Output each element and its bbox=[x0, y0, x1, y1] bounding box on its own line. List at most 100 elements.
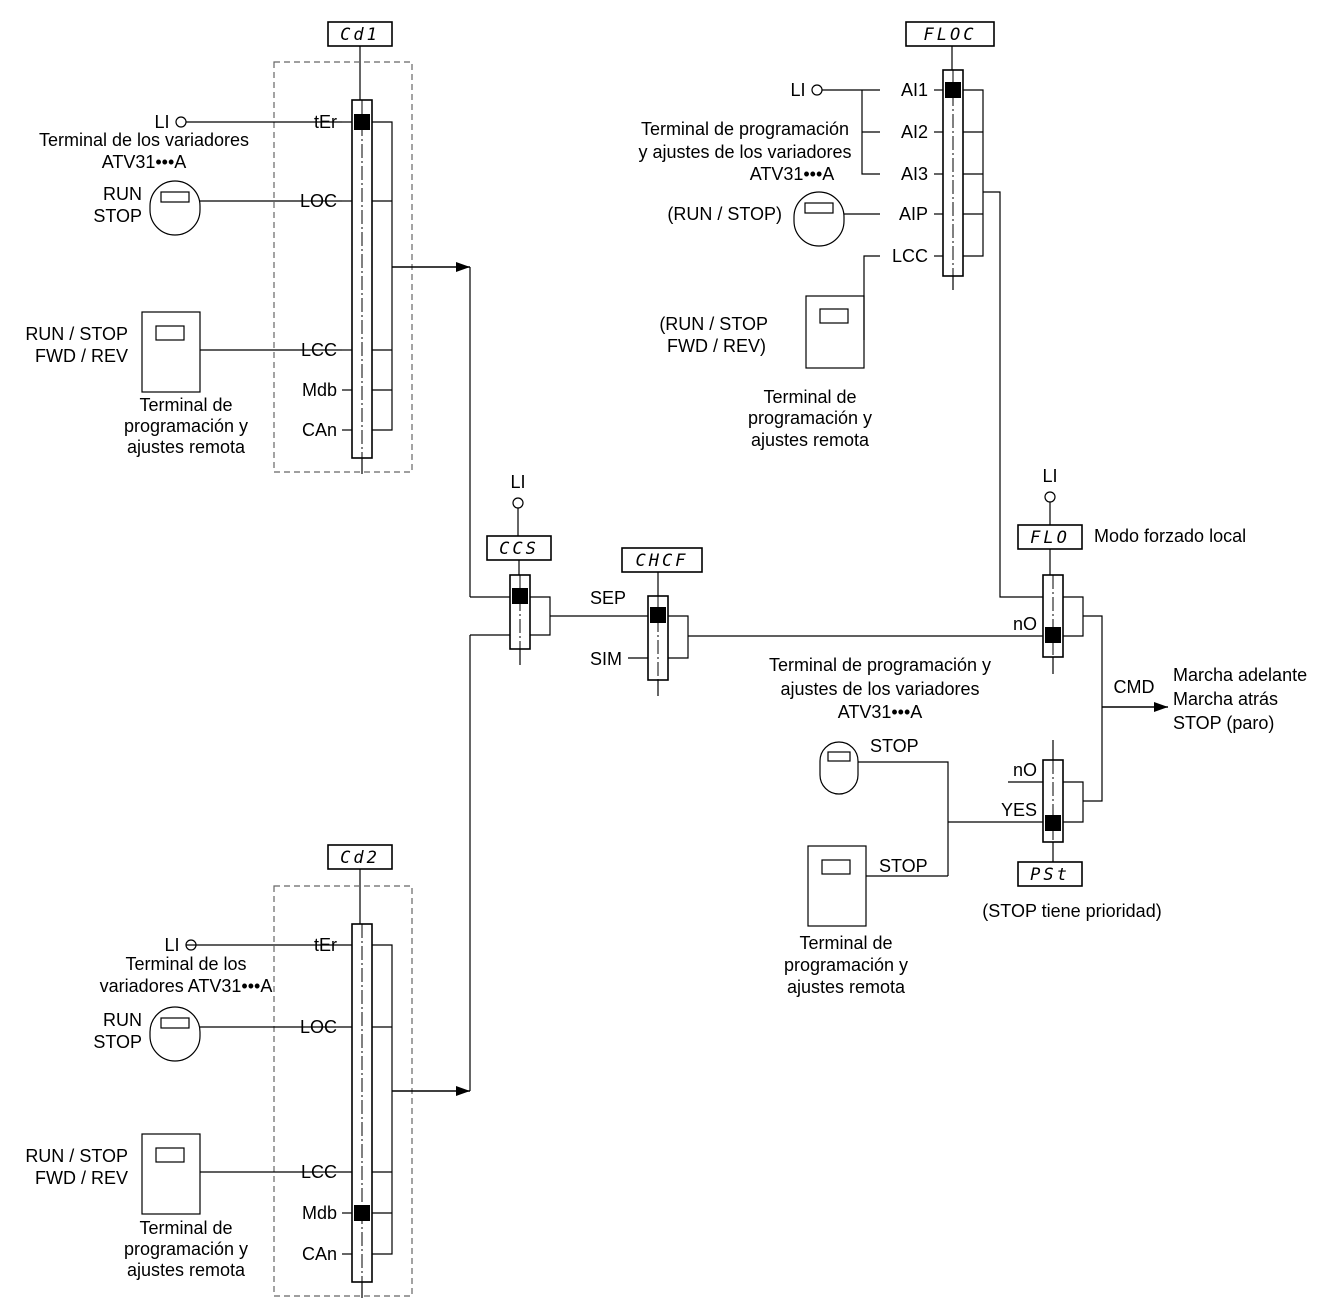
floc-pos-aip: AIP bbox=[899, 204, 928, 224]
floc-pos-ai3: AI3 bbox=[901, 164, 928, 184]
pst-pos-no: nO bbox=[1013, 760, 1037, 780]
floc-drive-terminal-line2: y ajustes de los variadores bbox=[638, 142, 851, 162]
ccs-block: LI CCS bbox=[469, 267, 610, 1091]
pst-pos-yes: YES bbox=[1001, 800, 1037, 820]
floc-remote-line2: programación y bbox=[748, 408, 872, 428]
cd2-li-terminal-icon bbox=[185, 939, 197, 951]
output-block: CMD Marcha adelante Marcha atrás STOP (p… bbox=[1102, 665, 1307, 733]
floc-param-box bbox=[905, 21, 995, 47]
cd2-run-label: RUN bbox=[103, 1010, 142, 1030]
floc-remote-line1: Terminal de bbox=[763, 387, 856, 407]
floc-pos-ai2: AI2 bbox=[901, 122, 928, 142]
cd2-remote-line1: Terminal de bbox=[139, 1218, 232, 1238]
flo-param-box bbox=[1017, 524, 1083, 550]
stop-keypad-label: STOP bbox=[870, 736, 919, 756]
stop-drive-terminal-line2: ajustes de los variadores bbox=[780, 679, 979, 699]
cd1-remote-line2: programación y bbox=[124, 416, 248, 436]
cd2-pos-mdb: Mdb bbox=[302, 1203, 337, 1223]
stop-keypad-icon bbox=[819, 741, 859, 795]
cd1-pos-ter: tEr bbox=[314, 112, 337, 132]
floc-drive-terminal-line3: ATV31•••A bbox=[750, 164, 835, 184]
floc-keypad-icon bbox=[793, 191, 845, 247]
floc-pos-lcc: LCC bbox=[892, 246, 928, 266]
flo-li-label: LI bbox=[1042, 466, 1057, 486]
floc-remote-terminal-icon bbox=[805, 295, 865, 369]
cd2-pos-loc: LOC bbox=[300, 1017, 337, 1037]
cd1-dashed-frame bbox=[273, 61, 413, 473]
cd2-remote-line2: programación y bbox=[124, 1239, 248, 1259]
stop-drive-terminal-line1: Terminal de programación y bbox=[769, 655, 991, 675]
floc-li-label: LI bbox=[790, 80, 805, 100]
flo-block: LI FLO Modo forzado local nO bbox=[1013, 466, 1246, 707]
cd1-pos-loc: LOC bbox=[300, 191, 337, 211]
stop-remote-label: STOP bbox=[879, 856, 928, 876]
cd2-param-label: Cd2 bbox=[340, 848, 380, 868]
output-line2: Marcha atrás bbox=[1173, 689, 1278, 709]
output-line1: Marcha adelante bbox=[1173, 665, 1307, 685]
ccs-selector-knob bbox=[512, 588, 528, 604]
pst-priority-label: (STOP tiene prioridad) bbox=[982, 901, 1161, 921]
floc-param-label: FLOC bbox=[924, 25, 977, 45]
chcf-pos-sim: SIM bbox=[590, 649, 622, 669]
floc-remote-run-stop: (RUN / STOP bbox=[659, 314, 768, 334]
stop-priority-block: Terminal de programación y ajustes de lo… bbox=[769, 655, 1162, 997]
flo-param-label: FLO bbox=[1030, 528, 1070, 548]
pst-param-box bbox=[1017, 861, 1083, 887]
flo-li-terminal-icon bbox=[1044, 491, 1056, 503]
stop-remote-line3: ajustes remota bbox=[787, 977, 906, 997]
ccs-li-terminal-icon bbox=[512, 497, 524, 509]
stop-drive-terminal-line3: ATV31•••A bbox=[838, 702, 923, 722]
ccs-param-label: CCS bbox=[499, 539, 539, 559]
cd1-remote-line3: ajustes remota bbox=[127, 437, 246, 457]
flo-mode-label: Modo forzado local bbox=[1094, 526, 1246, 546]
cd2-drive-terminal-line1: Terminal de los bbox=[125, 954, 246, 974]
floc-run-stop-label: (RUN / STOP) bbox=[667, 204, 782, 224]
pst-param-label: PSt bbox=[1030, 865, 1070, 885]
chcf-pos-sep: SEP bbox=[590, 588, 626, 608]
cmd-label: CMD bbox=[1114, 677, 1155, 697]
cd1-pos-mdb: Mdb bbox=[302, 380, 337, 400]
stop-remote-line1: Terminal de bbox=[799, 933, 892, 953]
stop-remote-terminal-icon bbox=[807, 845, 867, 927]
chcf-selector-knob bbox=[650, 607, 666, 623]
ccs-li-label: LI bbox=[510, 472, 525, 492]
cd2-remote-line3: ajustes remota bbox=[127, 1260, 246, 1280]
cd1-fwd-rev-label: FWD / REV bbox=[35, 346, 128, 366]
cd1-run-label: RUN bbox=[103, 184, 142, 204]
cd1-remote-line1: Terminal de bbox=[139, 395, 232, 415]
ccs-param-box bbox=[486, 535, 552, 561]
cd2-li-label: LI bbox=[164, 935, 179, 955]
chcf-param-box bbox=[621, 547, 703, 573]
floc-pos-ai1: AI1 bbox=[901, 80, 928, 100]
output-line3: STOP (paro) bbox=[1173, 713, 1274, 733]
cd1-run-stop-label: RUN / STOP bbox=[25, 324, 128, 344]
cd1-block: Cd1 tEr LOC LCC Mdb CAn LI Terminal de l… bbox=[25, 21, 470, 474]
cd2-keypad-icon bbox=[149, 1006, 201, 1062]
pst-selector-knob bbox=[1045, 815, 1061, 831]
cd1-selector-knob bbox=[354, 114, 370, 130]
floc-drive-terminal-line1: Terminal de programación bbox=[641, 119, 849, 139]
cd2-stop-label: STOP bbox=[93, 1032, 142, 1052]
cd2-dashed-frame bbox=[273, 885, 413, 1297]
cd2-pos-lcc: LCC bbox=[301, 1162, 337, 1182]
floc-remote-fwd-rev: FWD / REV) bbox=[667, 336, 766, 356]
cd1-pos-can: CAn bbox=[302, 420, 337, 440]
cd1-stop-label: STOP bbox=[93, 206, 142, 226]
cd1-keypad-icon bbox=[149, 180, 201, 236]
cd2-remote-terminal-icon bbox=[141, 1133, 201, 1215]
cd2-selector-knob bbox=[354, 1205, 370, 1221]
cd2-run-stop-label: RUN / STOP bbox=[25, 1146, 128, 1166]
flo-pos-no: nO bbox=[1013, 614, 1037, 634]
flo-selector-knob bbox=[1045, 627, 1061, 643]
cd1-drive-terminal-line1: Terminal de los variadores bbox=[39, 130, 249, 150]
cd1-li-label: LI bbox=[154, 112, 169, 132]
stop-remote-line2: programación y bbox=[784, 955, 908, 975]
floc-li-terminal-icon bbox=[811, 84, 823, 96]
cd2-block: Cd2 tEr LOC LCC Mdb CAn LI Terminal de l… bbox=[25, 844, 470, 1298]
floc-selector-knob bbox=[945, 82, 961, 98]
cd1-remote-terminal-icon bbox=[141, 311, 201, 393]
cd2-pos-can: CAn bbox=[302, 1244, 337, 1264]
chcf-block: CHCF SEP SIM bbox=[590, 547, 1043, 696]
